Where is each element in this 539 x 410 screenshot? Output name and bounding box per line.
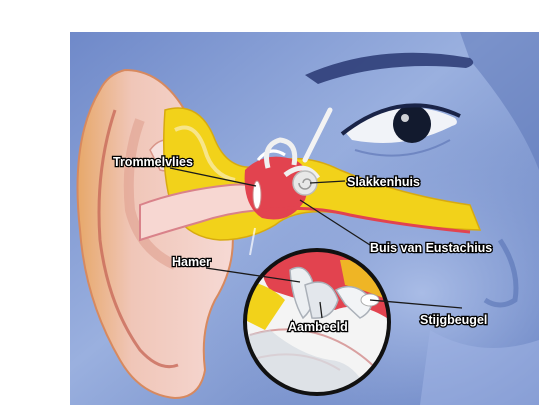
- label-trommelvlies: Trommelvlies: [113, 155, 193, 169]
- label-stijgbeugel: Stijgbeugel: [420, 313, 487, 327]
- label-aambeeld: Aambeeld: [288, 320, 348, 334]
- label-slakkenhuis: Slakkenhuis: [347, 175, 420, 189]
- label-hamer: Hamer: [172, 255, 211, 269]
- label-buis-van-eustachius: Buis van Eustachius: [370, 241, 492, 255]
